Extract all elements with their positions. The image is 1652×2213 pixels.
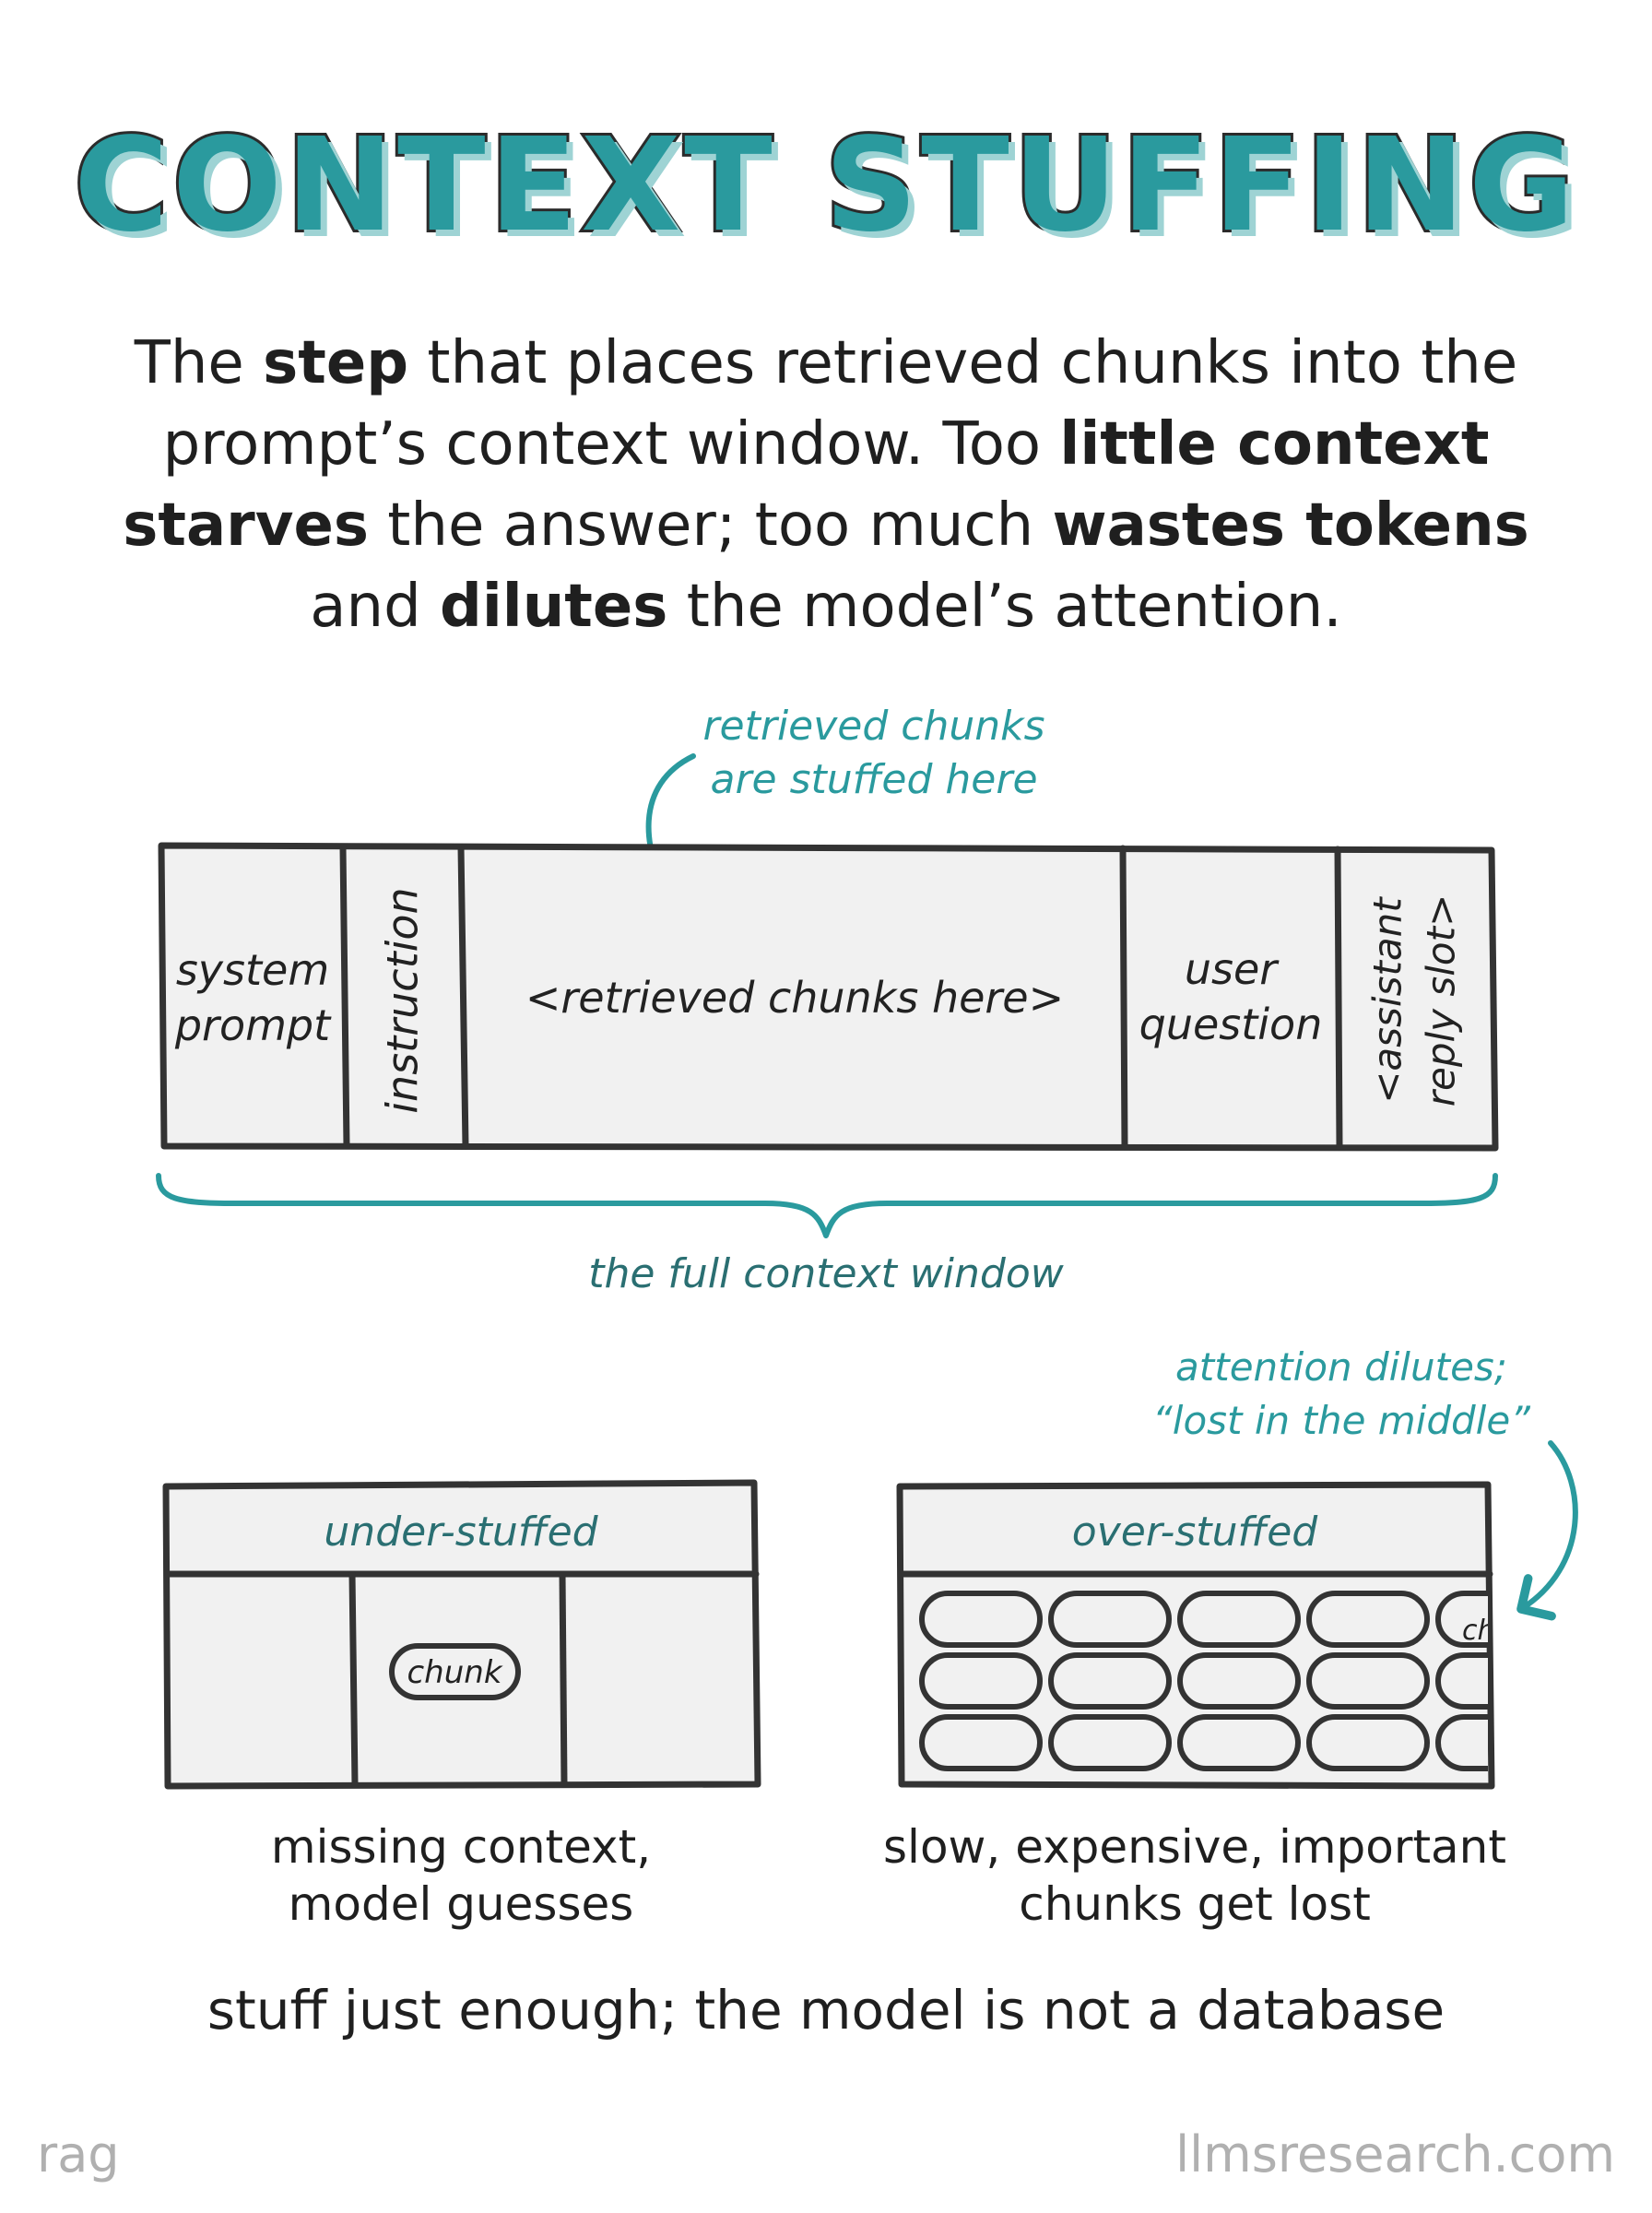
under-stuffed-header: under-stuffed xyxy=(324,1509,598,1556)
assistant-slot-label: reply slot> xyxy=(1419,894,1464,1107)
intro-bold: wastes tokens xyxy=(1052,491,1529,560)
over-stuffed-caption: chunks get lost xyxy=(1019,1877,1371,1931)
callout-line: attention dilutes; xyxy=(1175,1344,1507,1390)
segment-divider xyxy=(1119,845,1128,1151)
chunk-pill xyxy=(1048,1591,1172,1648)
chunk-pill xyxy=(1177,1652,1301,1710)
assistant-slot-label: <assistant xyxy=(1365,896,1410,1104)
chunk-pill xyxy=(919,1652,1043,1710)
panel-column-divider xyxy=(559,1570,568,1788)
intro-text: the answer; too much xyxy=(368,491,1053,560)
over-stuffed-caption: slow, expensive, important xyxy=(883,1820,1506,1874)
footer-site[interactable]: llmsresearch.com xyxy=(1175,2125,1615,2183)
brace-label: the full context window xyxy=(588,1250,1065,1297)
context-window-brace: the full context window xyxy=(156,1173,1498,1297)
under-stuffed-outline xyxy=(162,1479,761,1790)
chunk-pill xyxy=(1306,1591,1430,1648)
chunk-grid xyxy=(919,1591,1488,1771)
segment-divider xyxy=(339,844,350,1150)
intro-text: The xyxy=(134,329,264,397)
intro-text: and xyxy=(310,573,441,641)
intro-text: the model’s attention. xyxy=(667,573,1342,641)
intro-paragraph: The step that places retrieved chunks in… xyxy=(111,323,1541,647)
system-prompt-label: system xyxy=(176,945,329,995)
panel-column-divider xyxy=(348,1570,359,1789)
callout-line: “lost in the middle” xyxy=(1152,1398,1531,1443)
chunk-pill xyxy=(1306,1714,1430,1771)
callout-line: retrieved chunks xyxy=(702,703,1044,750)
intro-bold: step xyxy=(263,329,409,397)
chunk-pill xyxy=(1177,1591,1301,1648)
intro-bold: dilutes xyxy=(440,573,668,641)
chunk-pill xyxy=(919,1714,1043,1771)
chunk-label: chunk xyxy=(407,1654,502,1691)
over-stuffed-header: over-stuffed xyxy=(1072,1509,1318,1556)
segment-divider xyxy=(457,844,469,1150)
callout-line: are stuffed here xyxy=(710,756,1037,803)
intro-text: that places retrieved chunks into the pr… xyxy=(162,329,1518,479)
segment-divider xyxy=(1334,846,1343,1151)
attention-callout: attention dilutes; “lost in the middle” xyxy=(1152,1344,1578,1621)
chunk-pill xyxy=(1435,1652,1488,1710)
retrieved-chunks-label: <retrieved chunks here> xyxy=(525,973,1064,1023)
chunk-pill xyxy=(1177,1714,1301,1771)
chunk-pill xyxy=(1435,1714,1488,1771)
callout-arrow xyxy=(1516,1440,1578,1621)
context-window-bar: system prompt instruction <retrieved chu… xyxy=(158,842,1499,1152)
chunk-pill xyxy=(919,1591,1043,1648)
over-stuffed-panel: over-stuffed ch xyxy=(896,1481,1495,1790)
under-stuffed-caption: model guesses xyxy=(289,1877,634,1931)
chunk-pill xyxy=(1306,1652,1430,1710)
chunk-pill xyxy=(389,1643,521,1700)
retrieved-callout: retrieved chunks are stuffed here xyxy=(645,703,1045,922)
chunk-pill xyxy=(1048,1714,1172,1771)
cut-chunk-label: ch xyxy=(1462,1615,1495,1647)
intro-bold: little context starves xyxy=(123,410,1490,560)
footer-tag: rag xyxy=(37,2125,120,2183)
chunk-pill xyxy=(1435,1591,1488,1648)
instruction-label: instruction xyxy=(378,887,428,1113)
page-title: CONTEXT STUFFING xyxy=(71,108,1578,264)
user-question-label: user xyxy=(1185,944,1280,994)
under-stuffed-caption: missing context, xyxy=(271,1820,651,1874)
conclusion-text: stuff just enough; the model is not a da… xyxy=(207,1979,1445,2041)
under-stuffed-panel: under-stuffed chunk xyxy=(162,1479,761,1790)
user-question-label: question xyxy=(1139,1000,1323,1049)
system-prompt-label: prompt xyxy=(174,1000,332,1050)
brace-icon xyxy=(156,1173,1498,1238)
chunk-pill xyxy=(1048,1652,1172,1710)
context-window-outline xyxy=(158,842,1499,1152)
